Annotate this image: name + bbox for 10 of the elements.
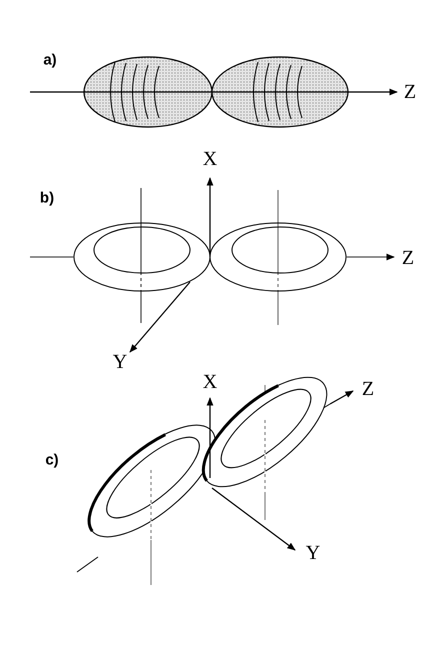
axis-label: X [202, 372, 218, 392]
axis-label: Y [112, 352, 128, 372]
axis-label: Z [402, 248, 414, 268]
axis-label: X [202, 149, 218, 169]
axis-label: Y [306, 543, 320, 563]
panel-label: b) [40, 190, 54, 206]
panel-label: c) [45, 452, 59, 468]
axis-label: Z [404, 82, 416, 102]
panel-label: a) [43, 52, 57, 68]
axis-label: Z [362, 379, 374, 399]
